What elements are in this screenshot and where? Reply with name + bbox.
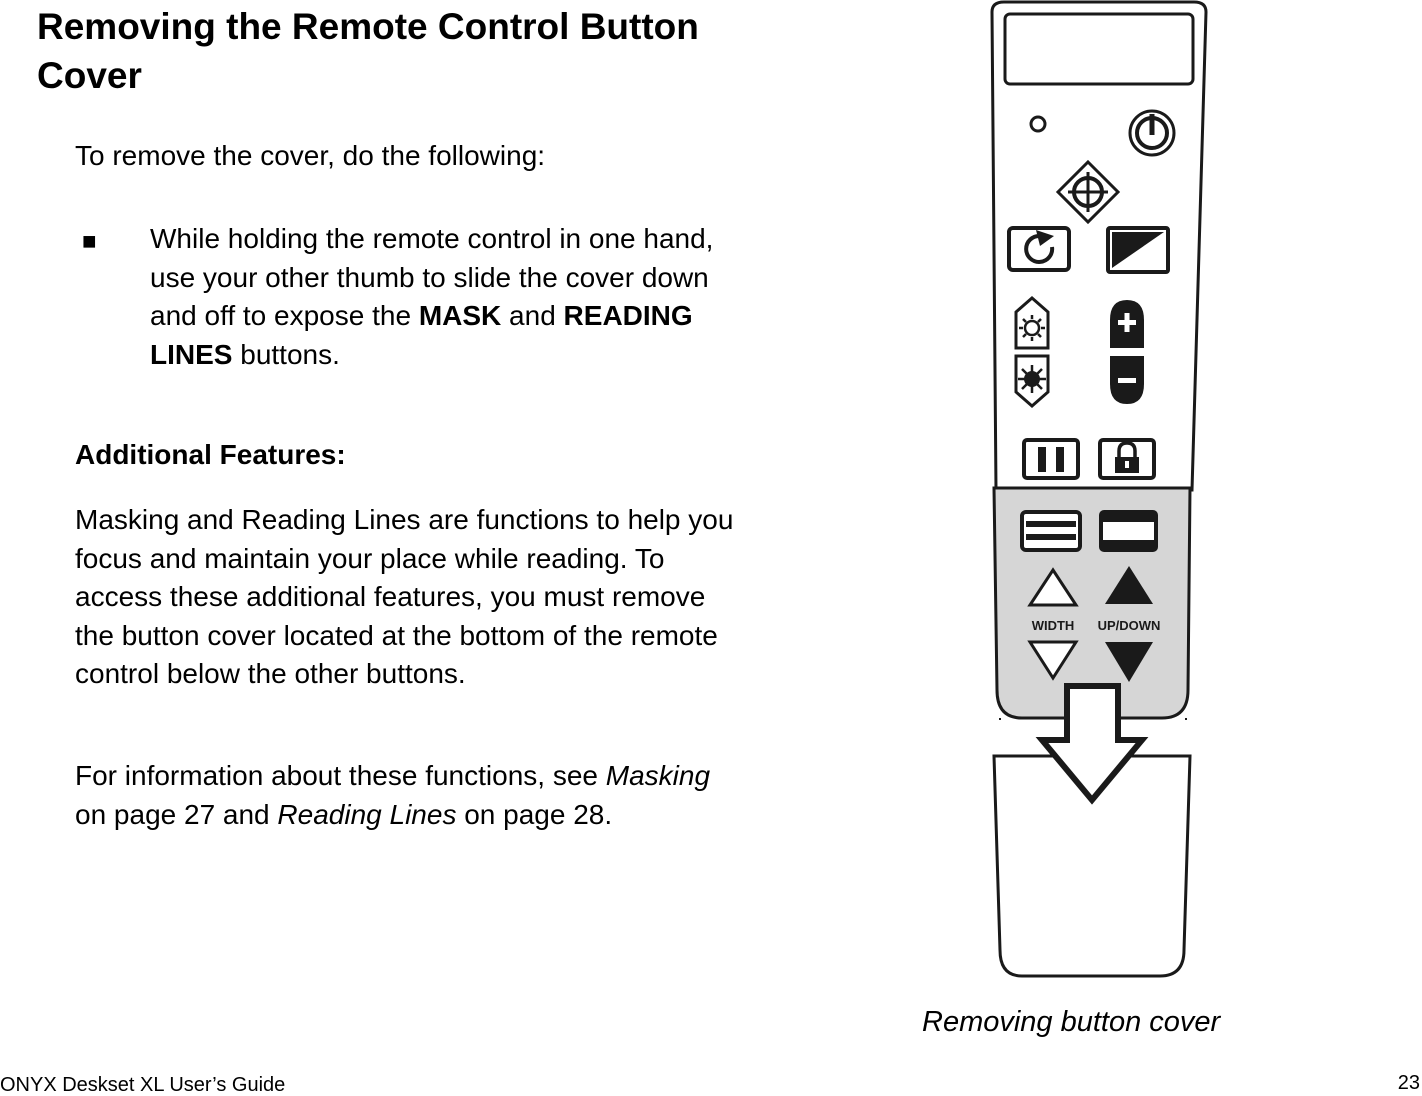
page-number: 23 xyxy=(1397,1072,1420,1094)
reading-lines-icon xyxy=(1099,510,1158,552)
footer-guide-title: ONYX Deskset XL User’s Guide xyxy=(0,1074,286,1096)
mask-icon xyxy=(1020,510,1082,552)
lock-icon xyxy=(1098,438,1156,480)
width-down-icon xyxy=(1027,640,1079,681)
mask-keyword: MASK xyxy=(418,300,502,331)
contrast-icon xyxy=(1106,226,1170,274)
masking-description: Masking and Reading Lines are functions … xyxy=(75,504,734,689)
updown-up-icon xyxy=(1105,566,1153,604)
zoom-out-icon xyxy=(1110,356,1144,404)
para2-text-2: on page 27 and xyxy=(75,798,278,830)
zoom-in-icon xyxy=(1110,300,1144,348)
bullet-instruction: While holding the remote control in one … xyxy=(150,220,730,374)
width-up-icon xyxy=(1027,567,1079,607)
reading-lines-reference: Reading Lines xyxy=(277,798,457,830)
updown-label: UP/DOWN xyxy=(1098,618,1161,633)
page-title: Removing the Remote Control Button Cover xyxy=(37,6,699,96)
masking-reference: Masking xyxy=(605,760,711,791)
reading-lines-keyword: READING LINES xyxy=(150,300,693,370)
remote-body-lower xyxy=(999,718,1187,720)
bullet-text-middle: and xyxy=(501,300,564,331)
crosshair-icon xyxy=(1055,159,1121,225)
brightness-up-icon xyxy=(1014,296,1050,350)
remote-control-illustration: WIDTH UP/DOWN xyxy=(990,0,1208,978)
intro-text: To remove the cover, do the following: xyxy=(75,140,546,171)
para2-text-1: For information about these functions, s… xyxy=(75,760,606,791)
updown-down-icon xyxy=(1105,642,1153,682)
bullet-text-after: buttons. xyxy=(232,338,340,370)
led-icon xyxy=(1029,115,1047,133)
display-window xyxy=(1003,12,1195,86)
power-icon xyxy=(1128,109,1176,157)
arrow-down-icon xyxy=(1035,683,1149,805)
bullet-marker: ■ xyxy=(82,228,97,255)
additional-features-heading: Additional Features: xyxy=(75,439,346,470)
bullet-text-before: While holding the remote control in one … xyxy=(150,223,714,331)
rotate-icon xyxy=(1007,226,1071,272)
removed-cover xyxy=(992,754,1192,978)
pause-icon xyxy=(1022,438,1080,480)
para2-text-3: on page 28. xyxy=(456,798,613,830)
figure-caption: Removing button cover xyxy=(922,1006,1221,1038)
width-label: WIDTH xyxy=(1032,618,1075,633)
brightness-down-icon xyxy=(1014,354,1050,408)
cross-reference-paragraph: For information about these functions, s… xyxy=(75,757,735,834)
